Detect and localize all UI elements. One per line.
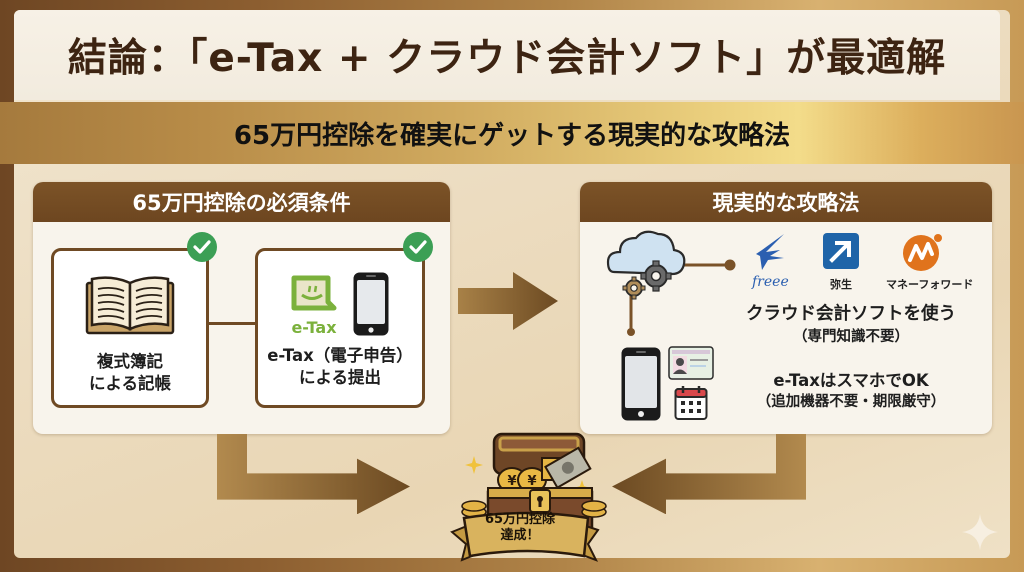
treasure-chest-icon: ¥ ¥ xyxy=(450,432,607,562)
requirements-panel: 65万円控除の必須条件 複式簿記 による記帳 xyxy=(33,182,450,434)
strategy-heading: 現実的な攻略法 xyxy=(580,182,992,222)
goal-ribbon-line1: 65万円控除 xyxy=(484,512,556,527)
point1-main: クラウド会計ソフトを使う xyxy=(746,304,956,324)
sparkle-icon xyxy=(962,514,998,550)
id-card-icon xyxy=(668,346,714,380)
requirement-card-bookkeeping: 複式簿記 による記帳 xyxy=(51,248,209,408)
checkmark-icon xyxy=(187,232,217,262)
page-subtitle: 65万円控除を確実にゲットする現実的な攻略法 xyxy=(233,120,791,151)
smartphone-icon xyxy=(353,272,389,336)
page-title: 結論：「e-Tax + クラウド会計ソフト」が最適解 xyxy=(67,36,947,81)
title-bar: 結論：「e-Tax + クラウド会計ソフト」が最適解 xyxy=(14,10,1000,100)
arrow-right-icon xyxy=(458,272,558,330)
svg-text:¥: ¥ xyxy=(527,474,536,489)
freee-logo-text: freee xyxy=(752,274,789,290)
etax-logo-icon xyxy=(291,275,337,311)
etax-logo-text: e-Tax xyxy=(291,318,337,337)
goal-ribbon: 65万円控除 達成！ xyxy=(470,512,570,544)
svg-text:¥: ¥ xyxy=(507,474,516,489)
open-book-icon xyxy=(85,276,175,335)
checkmark-icon xyxy=(403,232,433,262)
subtitle-band: 65万円控除を確実にゲットする現実的な攻略法 xyxy=(0,102,1024,164)
moneyforward-icon xyxy=(903,234,942,271)
cloud-gear-icon xyxy=(606,230,736,336)
requirement-card-etax: e-Tax e-Tax（電子申告） による提出 xyxy=(255,248,425,408)
goal-ribbon-line2: 達成！ xyxy=(500,528,540,543)
strategy-panel: 現実的な攻略法 freee 弥生 xyxy=(580,182,992,434)
freee-swallow-icon xyxy=(756,234,784,270)
point1-sub: （専門知識不要） xyxy=(793,329,909,345)
yayoi-arrow-icon xyxy=(823,233,859,269)
calendar-icon xyxy=(674,386,708,420)
arrow-to-goal-left-icon xyxy=(217,434,410,514)
moneyforward-logo-text: マネーフォワード xyxy=(886,278,974,291)
bookkeeping-label: 複式簿記 による記帳 xyxy=(88,352,171,393)
etax-label: e-Tax（電子申告） による提出 xyxy=(267,346,413,387)
point2-main: e-TaxはスマホでOK xyxy=(773,371,929,390)
smartphone-icon xyxy=(621,347,661,421)
requirements-heading: 65万円控除の必須条件 xyxy=(33,182,450,222)
yayoi-logo-text: 弥生 xyxy=(830,278,852,291)
point2-sub: （追加機器不要・期限厳守） xyxy=(756,394,946,410)
card-connector-line xyxy=(209,322,255,325)
arrow-to-goal-right-icon xyxy=(612,434,806,514)
